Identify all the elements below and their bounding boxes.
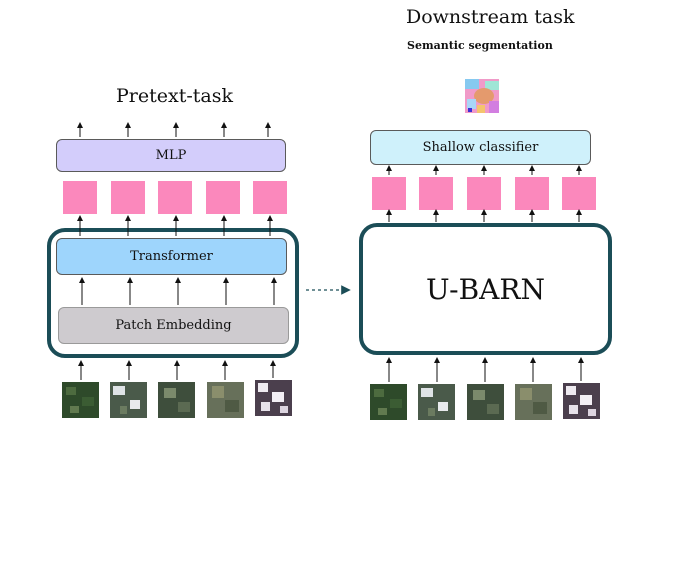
satellite-image-tile (62, 382, 99, 418)
pretext-output-token (158, 181, 192, 214)
pretext-output-token (111, 181, 145, 214)
transformer-label: Transformer (130, 249, 213, 264)
pretext-encoder-container (47, 228, 299, 358)
satellite-image-tile (418, 384, 455, 420)
pretext-output-token (63, 181, 97, 214)
shallow-classifier-block: Shallow classifier (370, 130, 591, 165)
u-barn-encoder-block: U-BARN (359, 223, 612, 355)
downstream-output-token (515, 177, 549, 210)
patch-embedding-label: Patch Embedding (115, 318, 232, 333)
downstream-output-token (467, 177, 501, 210)
mlp-block: MLP (56, 139, 286, 172)
patch-embedding-block: Patch Embedding (58, 307, 289, 344)
u-barn-label: U-BARN (426, 272, 545, 306)
downstream-output-token (372, 177, 406, 210)
semantic-segmentation-subtitle: Semantic segmentation (407, 39, 553, 52)
satellite-image-tile (563, 383, 600, 419)
satellite-image-tile (158, 382, 195, 418)
downstream-output-token (419, 177, 453, 210)
satellite-image-tile (515, 384, 552, 420)
satellite-image-tile (110, 382, 147, 418)
downstream-output-token (562, 177, 596, 210)
satellite-image-tile (370, 384, 407, 420)
pretext-output-token (206, 181, 240, 214)
segmentation-map-image (465, 79, 499, 113)
satellite-image-tile (207, 382, 244, 418)
transformer-block: Transformer (56, 238, 287, 275)
shallow-classifier-label: Shallow classifier (422, 140, 539, 155)
pretext-task-title: Pretext-task (116, 85, 233, 107)
mlp-label: MLP (155, 148, 187, 163)
satellite-image-tile (467, 384, 504, 420)
downstream-task-title: Downstream task (406, 6, 575, 28)
pretext-output-token (253, 181, 287, 214)
satellite-image-tile (255, 380, 292, 416)
